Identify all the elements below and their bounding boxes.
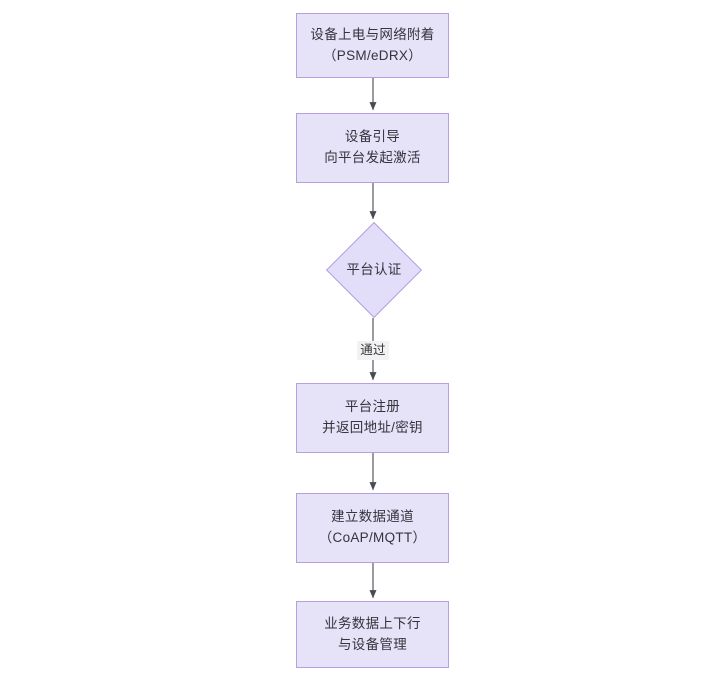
- node-text-line: 建立数据通道: [331, 509, 414, 525]
- edge-label-pass: 通过: [357, 341, 389, 360]
- node-platform-auth-decision[interactable]: 平台认证: [325, 221, 423, 319]
- node-text-line: 平台注册: [344, 399, 401, 415]
- node-text-line: 业务数据上下行: [324, 615, 421, 631]
- node-platform-register[interactable]: 平台注册 并返回地址/密钥: [296, 383, 449, 453]
- node-device-bootstrap[interactable]: 设备引导 向平台发起激活: [296, 113, 449, 183]
- node-text-line: 并返回地址/密钥: [322, 420, 423, 435]
- node-establish-data-channel[interactable]: 建立数据通道 （CoAP/MQTT）: [296, 493, 449, 563]
- node-text-line: 设备上电与网络附着: [310, 26, 435, 42]
- node-text-line: 与设备管理: [338, 636, 407, 652]
- node-text-line: 向平台发起激活: [324, 150, 421, 165]
- node-text-line: （CoAP/MQTT）: [318, 530, 427, 545]
- node-text-line: （PSM/eDRX）: [322, 47, 423, 63]
- node-text-line: 设备引导: [344, 129, 401, 145]
- node-business-data-and-device-management[interactable]: 业务数据上下行 与设备管理: [296, 601, 449, 668]
- node-text-line: 平台认证: [346, 261, 402, 277]
- node-device-power-on[interactable]: 设备上电与网络附着 （PSM/eDRX）: [296, 13, 449, 78]
